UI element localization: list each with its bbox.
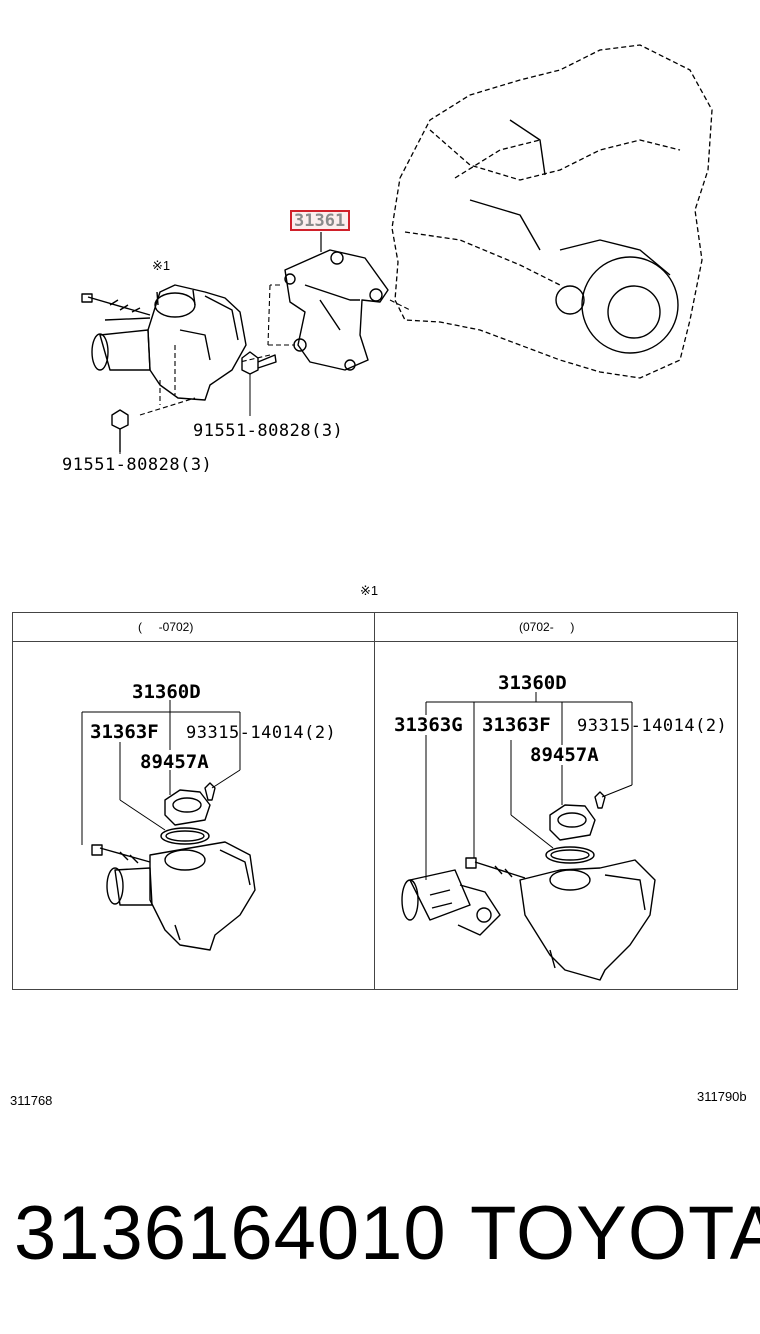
left-part-b-label: 93315-14014(2) xyxy=(186,723,337,743)
left-assembly-label: 31360D xyxy=(132,681,201,703)
table-header-row: ( -0702) (0702- ) xyxy=(13,613,737,642)
bracket-31361 xyxy=(284,249,389,371)
housing-bell xyxy=(469,119,679,354)
part-number-footer: 3136164010 xyxy=(14,1191,447,1276)
actuator-top xyxy=(81,284,247,401)
actuator-left-table xyxy=(91,782,256,951)
bolt-lower xyxy=(111,409,129,452)
reference-right: 311790b xyxy=(697,1089,747,1104)
highlighted-part-number: 31361 xyxy=(294,211,346,231)
motor-31363g xyxy=(401,869,501,936)
highlighted-part-label[interactable]: 31361 xyxy=(290,210,350,231)
right-column-header: (0702- ) xyxy=(519,620,575,634)
right-assembly-label: 31360D xyxy=(498,672,567,694)
left-part-c-label: 89457A xyxy=(140,751,209,773)
mark-note-top: ※1 xyxy=(152,258,171,273)
reference-left: 311768 xyxy=(10,1093,53,1108)
left-column-header: ( -0702) xyxy=(138,620,194,634)
bolt-upper xyxy=(241,351,277,375)
transmission-housing xyxy=(391,44,713,379)
actuator-right-table xyxy=(465,791,656,981)
leaders-right xyxy=(425,692,633,880)
section-marker: ※1 xyxy=(360,583,379,598)
brand-footer: TOYOTA xyxy=(470,1191,760,1276)
right-part-b-label: 93315-14014(2) xyxy=(577,716,728,736)
right-part-c-label: 89457A xyxy=(530,744,599,766)
bolt-label-right: 91551-80828(3) xyxy=(193,421,344,441)
column-divider xyxy=(374,613,375,989)
leaders-left xyxy=(81,700,241,845)
bolt-label-left: 91551-80828(3) xyxy=(62,455,213,475)
right-part-a-label: 31363F xyxy=(482,714,551,736)
left-part-a-label: 31363F xyxy=(90,721,159,743)
variant-table: ( -0702) (0702- ) xyxy=(12,612,738,990)
right-part-g-label: 31363G xyxy=(394,714,463,736)
